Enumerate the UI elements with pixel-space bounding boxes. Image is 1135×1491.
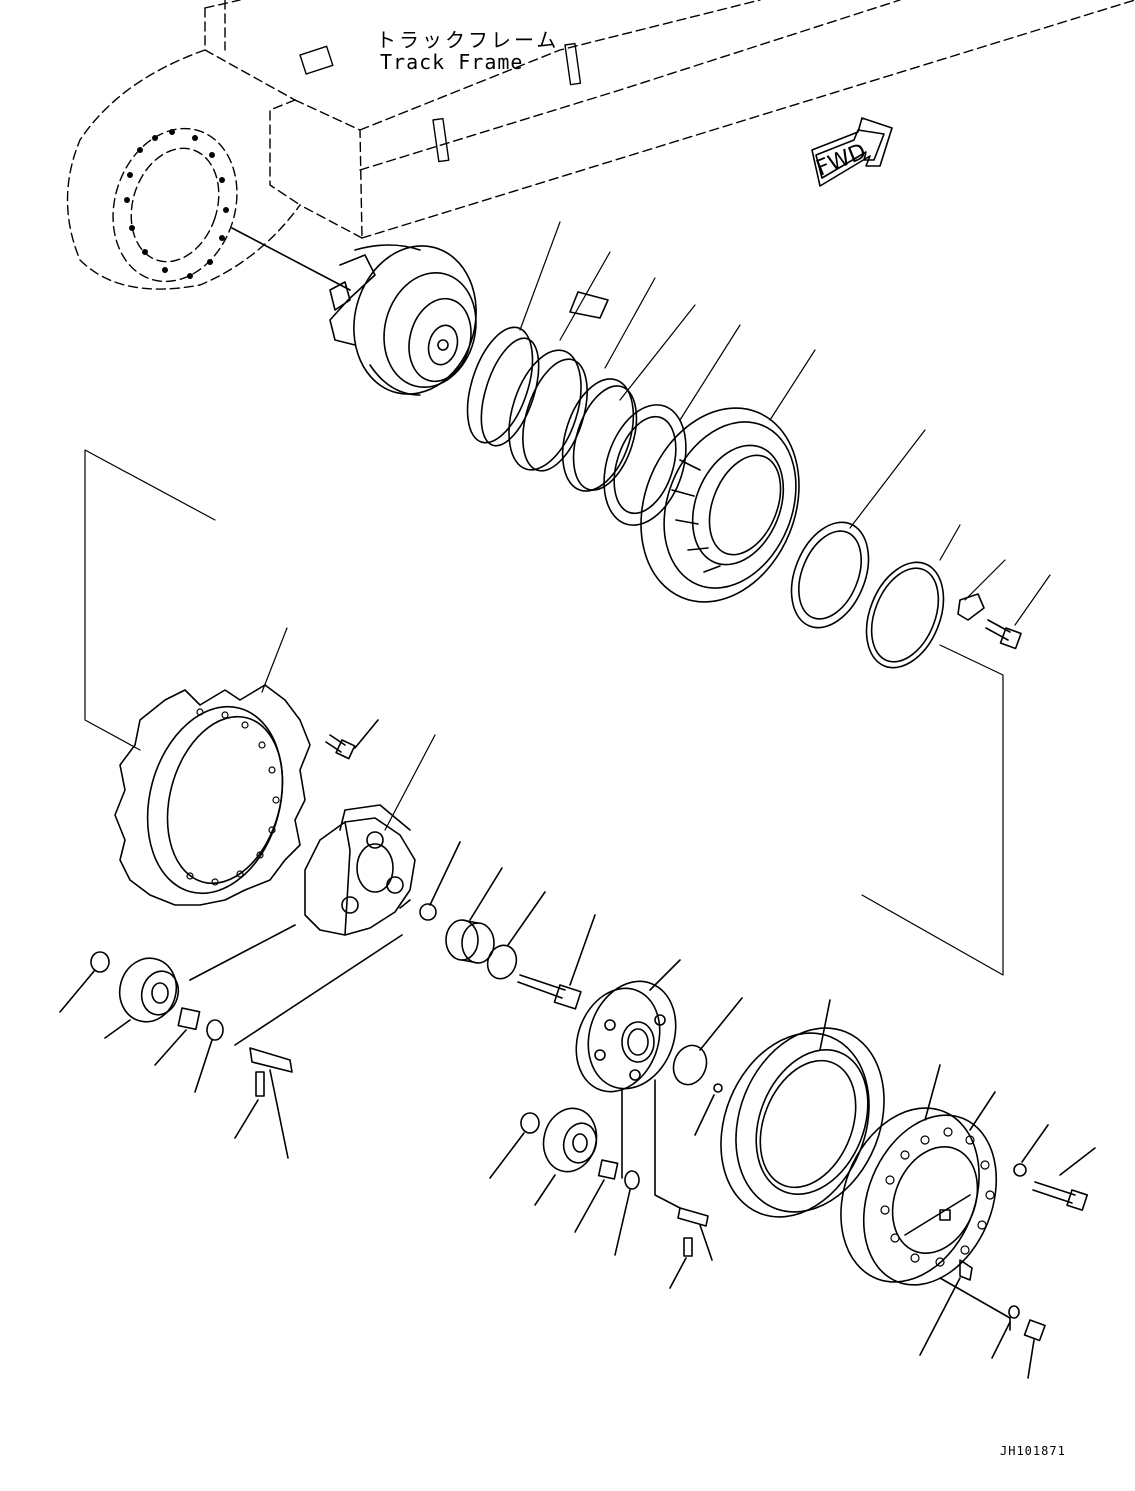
end-cover [840, 1064, 998, 1286]
thrust-washer-right [614, 1170, 640, 1256]
cover-bolt [1013, 1124, 1096, 1211]
sprocket [114, 684, 311, 906]
o-ring-center [672, 997, 743, 1136]
frame-bolt-circle [124, 129, 229, 279]
fwd-arrow: FWD [811, 117, 893, 187]
snap-ring-small [486, 891, 546, 980]
drain-plugs [919, 1259, 1046, 1379]
sprocket-hub [640, 407, 800, 603]
track-frame-label-japanese: トラックフレーム [376, 28, 560, 52]
thrust-washer-left [194, 1019, 224, 1093]
sun-gear [445, 867, 503, 964]
frame-brackets [299, 42, 582, 163]
track-frame-outline [66, 0, 1135, 290]
planet-pin-right [621, 1079, 713, 1289]
planet-gear-right [489, 1107, 598, 1206]
planet-pin-left [234, 934, 403, 1159]
spacer-ring [419, 841, 461, 921]
planet-gear-left [59, 924, 296, 1039]
drawing-number: JH101871 [1000, 1444, 1066, 1458]
planet-carrier [304, 804, 416, 936]
sprocket-bolt [325, 719, 379, 760]
cover-bolt-holes [880, 1127, 995, 1267]
track-frame-label-english: Track Frame [380, 50, 524, 74]
leader-lines-upper [519, 221, 1051, 626]
needle-bearing-right [574, 1159, 619, 1233]
bearing-lower [790, 521, 870, 629]
bearing-upper [603, 404, 687, 526]
leader-carrier [384, 734, 436, 831]
planet-carrier-center [575, 959, 681, 1093]
assembly-bracket-right [861, 644, 1004, 976]
leader-sprocket [261, 627, 288, 693]
needle-bearing-left [154, 1007, 201, 1066]
drive-shaft [517, 914, 596, 1010]
assembly-bracket-left [84, 449, 216, 751]
floating-seal-rings [466, 291, 638, 492]
travel-motor [231, 227, 477, 396]
sprocket-bolt-holes [186, 708, 280, 886]
lock-plate-and-bolt [957, 593, 1022, 650]
ring-gear [720, 999, 885, 1218]
retainer-ring [865, 561, 945, 669]
